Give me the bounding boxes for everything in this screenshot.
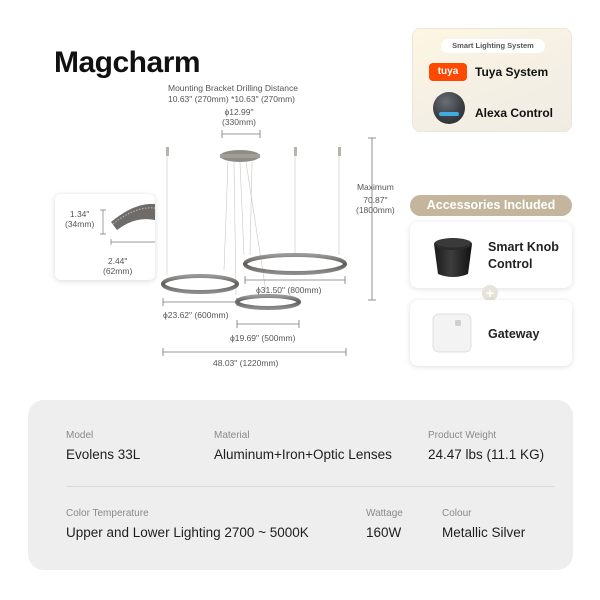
accessories-header: Accessories Included bbox=[410, 195, 572, 216]
alexa-speaker-icon bbox=[433, 92, 465, 124]
bracket-values: 10.63" (270mm) *10.63" (270mm) bbox=[168, 94, 295, 104]
ring-profile-drawing bbox=[100, 203, 155, 245]
plus-icon: + bbox=[482, 285, 498, 301]
smart-lighting-card: Smart Lighting System tuya Tuya System A… bbox=[412, 28, 572, 132]
ring-small bbox=[235, 294, 301, 310]
total-width-dimension: 48.03" (1220mm) bbox=[213, 358, 279, 368]
ring-medium-dimension: ϕ23.62" (600mm) bbox=[163, 310, 229, 320]
material-value: Aluminum+Iron+Optic Lenses bbox=[214, 447, 392, 462]
material-label: Material bbox=[214, 430, 250, 441]
smart-knob-label-line2: Control bbox=[488, 257, 533, 271]
detail-height: 1.34" (34mm) bbox=[65, 209, 94, 229]
bracket-title: Mounting Bracket Drilling Distance bbox=[168, 83, 298, 93]
model-value: Evolens 33L bbox=[66, 447, 141, 462]
wattage-value: 160W bbox=[366, 525, 402, 540]
smart-knob-label-line1: Smart Knob bbox=[488, 240, 559, 254]
brand-title: Magcharm bbox=[54, 46, 201, 79]
bracket-dimension-line bbox=[221, 130, 261, 138]
ceiling-anchors bbox=[166, 147, 341, 156]
max-in: 70.87" bbox=[363, 195, 388, 205]
smart-lighting-title: Smart Lighting System bbox=[441, 39, 545, 53]
spec-divider bbox=[66, 486, 554, 487]
canopy-diameter-in: ϕ12.99" bbox=[224, 107, 254, 117]
ring-medium bbox=[161, 274, 239, 294]
max-height-line bbox=[368, 137, 376, 301]
color-temperature-value: Upper and Lower Lighting 2700 ~ 5000K bbox=[66, 525, 309, 540]
canopy-diameter: ϕ12.99" (330mm) bbox=[222, 107, 256, 127]
detail-height-in: 1.34" bbox=[69, 209, 90, 219]
max-height-label: Maximum 70.87" (1800mm) bbox=[356, 182, 395, 215]
accessory-smart-knob: Smart Knob Control bbox=[410, 222, 572, 288]
tuya-logo-icon: tuya bbox=[429, 63, 467, 81]
spec-panel bbox=[28, 400, 573, 570]
smart-knob-icon bbox=[434, 238, 472, 277]
weight-value: 24.47 lbs (11.1 KG) bbox=[428, 447, 545, 462]
ring-large-dimension: ϕ31.50" (800mm) bbox=[256, 285, 322, 295]
wattage-label: Wattage bbox=[366, 508, 403, 519]
model-label: Model bbox=[66, 430, 94, 441]
gateway-icon bbox=[432, 313, 472, 353]
colour-value: Metallic Silver bbox=[442, 525, 526, 540]
ring-large bbox=[243, 253, 347, 275]
ring-dimension-lines bbox=[162, 276, 347, 356]
tuya-label: Tuya System bbox=[475, 65, 549, 79]
ring-profile-detail: 1.34" (34mm) 2.44" (62mm) bbox=[55, 194, 155, 280]
weight-label: Product Weight bbox=[428, 430, 497, 441]
gateway-label: Gateway bbox=[488, 327, 540, 341]
accessory-gateway: Gateway bbox=[410, 300, 572, 366]
max-mm: (1800mm) bbox=[356, 205, 395, 215]
canopy-diameter-mm: (330mm) bbox=[222, 117, 257, 127]
color-temperature-label: Color Temperature bbox=[66, 508, 149, 519]
detail-width-mm: (62mm) bbox=[103, 266, 133, 276]
ring-small-dimension: ϕ19.69" (500mm) bbox=[230, 333, 296, 343]
colour-label: Colour bbox=[442, 508, 472, 519]
chandelier-drawing bbox=[161, 130, 376, 356]
alexa-label: Alexa Control bbox=[475, 106, 554, 120]
detail-height-mm: (34mm) bbox=[65, 219, 95, 229]
detail-width-in: 2.44" bbox=[107, 256, 128, 266]
dimension-diagram: Mounting Bracket Drilling Distance 10.63… bbox=[0, 0, 400, 380]
suspension-wires bbox=[166, 156, 340, 296]
detail-width: 2.44" (62mm) bbox=[103, 256, 132, 276]
max-label: Maximum bbox=[356, 182, 394, 192]
smart-knob-label: Smart Knob Control bbox=[488, 239, 559, 273]
